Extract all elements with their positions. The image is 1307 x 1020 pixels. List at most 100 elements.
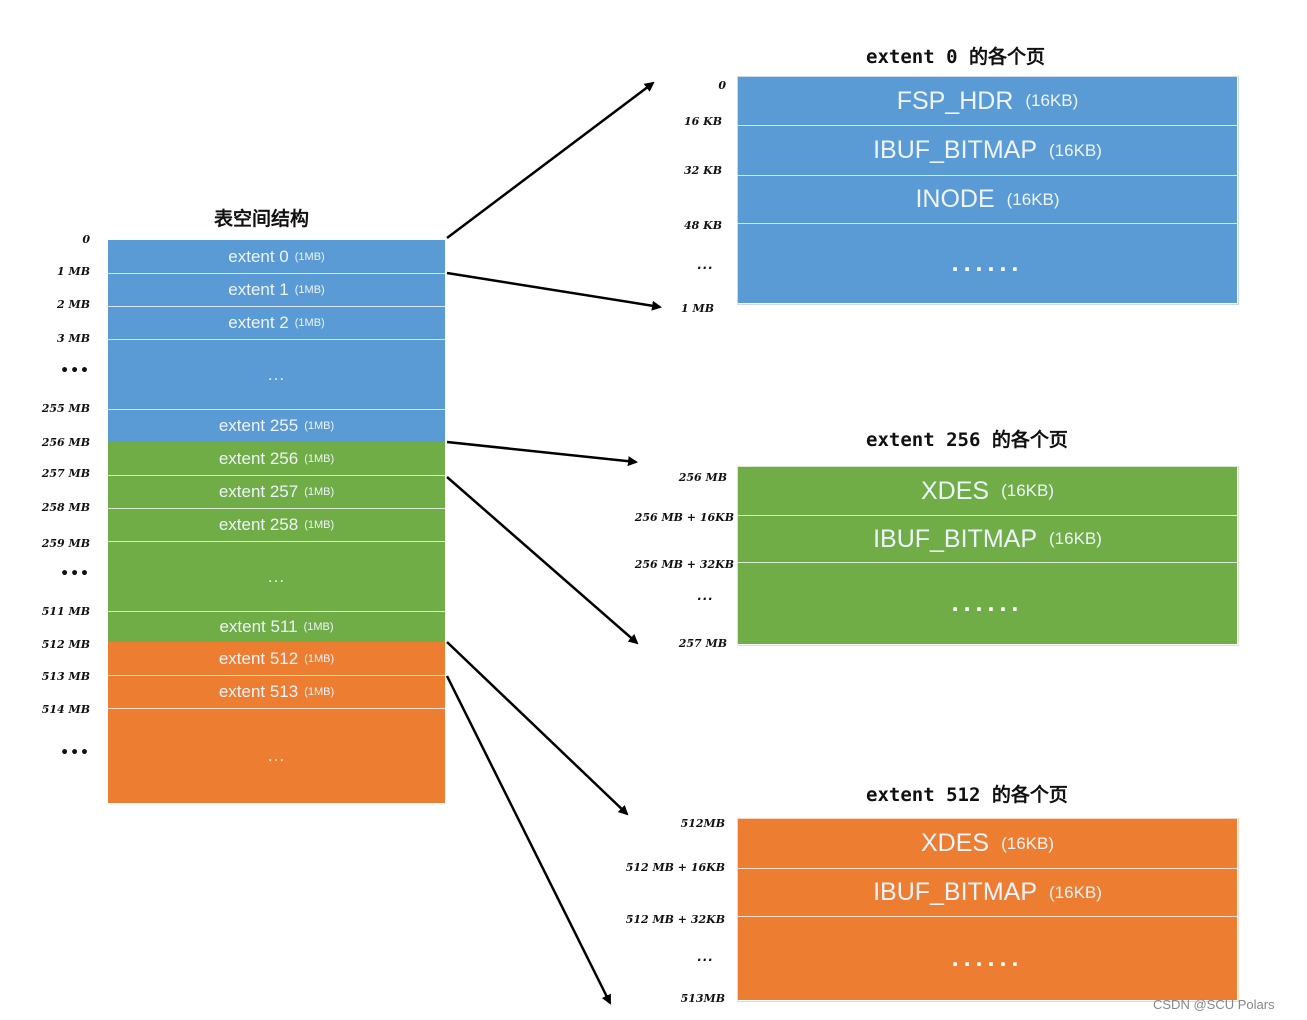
page-row: FSP_HDR (16KB) — [738, 77, 1237, 126]
arrow-extent256-start — [446, 440, 638, 467]
extent0-pages: FSP_HDR (16KB) IBUF_BITMAP (16KB) INODE (16… — [737, 76, 1239, 305]
offset-label: 256 MB — [41, 436, 90, 449]
page-row: IBUF_BITMAP (16KB) — [738, 869, 1237, 917]
page-row-ellipsis: ...... — [738, 224, 1237, 303]
offset-label: 513MB — [680, 992, 725, 1005]
offset-label: 48 KB — [684, 219, 722, 232]
page-size: (16KB) — [1006, 189, 1060, 209]
extent-row-ellipsis: ... — [108, 542, 445, 612]
page-row-ellipsis: ...... — [738, 563, 1237, 644]
offset-label: 258 MB — [41, 501, 90, 514]
offset-label: ••• — [60, 745, 90, 761]
page-label: IBUF_BITMAP — [873, 878, 1037, 906]
page-row: INODE (16KB) — [738, 176, 1237, 224]
arrow-extent512-start — [446, 641, 629, 816]
offset-label: 1 MB — [57, 265, 90, 278]
offset-label: 16 KB — [684, 115, 722, 128]
page-label: FSP_HDR — [896, 86, 1014, 115]
extent-size: (1MB) — [294, 317, 325, 329]
extent-size: (1MB) — [304, 519, 335, 531]
offset-label: ... — [697, 258, 714, 272]
page-size: (16KB) — [1049, 882, 1102, 902]
extent-label: extent 1 — [228, 280, 289, 299]
extent-row: extent 511 (1MB) — [108, 612, 445, 642]
extent-row: extent 512(1MB) — [108, 642, 445, 676]
extent-size: (1MB) — [304, 452, 335, 465]
arrow-extent0-end — [446, 271, 662, 311]
page-row: XDES (16KB) — [738, 467, 1237, 516]
offset-label: 256 MB + 16KB — [634, 511, 734, 524]
offset-label: 513 MB — [41, 670, 90, 683]
offset-label: 257 MB — [678, 637, 727, 650]
extent-label: ... — [267, 364, 286, 384]
offset-label: 514 MB — [41, 703, 90, 716]
extent-label: extent 258 — [218, 515, 299, 534]
extent-size: (1MB) — [294, 250, 325, 263]
extent256-pages: XDES (16KB) IBUF_BITMAP (16KB) ...... — [737, 466, 1239, 646]
extent-label: ... — [267, 746, 286, 765]
page-row: XDES (16KB) — [738, 819, 1237, 869]
extent256-title: extent 256 的各个页 — [866, 429, 1068, 451]
extent-row: extent 258 (1MB) — [108, 509, 445, 542]
extent512-pages: XDES (16KB) IBUF_BITMAP (16KB) ...... — [737, 818, 1239, 1002]
page-label: IBUF_BITMAP — [873, 136, 1037, 164]
extent-label: extent 2 — [228, 313, 289, 332]
extent-row: extent 257 (1MB) — [108, 476, 445, 509]
offset-label: ... — [697, 589, 714, 603]
arrow-extent256-end — [446, 476, 639, 645]
offset-label: 512 MB + 16KB — [625, 861, 725, 874]
offset-label: ••• — [60, 363, 90, 379]
extent-row-ellipsis: ... — [108, 340, 445, 410]
page-label: IBUF_BITMAP — [873, 524, 1037, 553]
offset-label: 259 MB — [41, 537, 90, 550]
page-size: (16KB) — [1025, 91, 1079, 110]
offset-label: 2 MB — [57, 298, 90, 311]
page-label: XDES — [920, 476, 990, 505]
offset-label: 32 KB — [684, 164, 722, 177]
page-row: IBUF_BITMAP (16KB) — [738, 126, 1237, 176]
extent-label: extent 513 — [218, 682, 299, 701]
extent-row-ellipsis: ... — [108, 709, 445, 803]
extent-size: (1MB) — [303, 621, 334, 633]
page-row-ellipsis: ...... — [738, 917, 1237, 1000]
tablespace-title: 表空间结构 — [214, 208, 310, 230]
extent-size: (1MB) — [304, 420, 335, 432]
arrow-extent512-end — [445, 675, 612, 1005]
page-label: ...... — [951, 944, 1024, 972]
extent-row: extent 2 (1MB) — [108, 307, 445, 340]
offset-label: 512 MB + 32KB — [625, 913, 725, 926]
extent-row: extent 513 (1MB) — [108, 676, 445, 709]
offset-label: 0 — [718, 79, 726, 92]
extent-size: (1MB) — [304, 486, 335, 498]
offset-label: ••• — [60, 566, 90, 582]
page-size: (16KB) — [1049, 529, 1102, 548]
extent0-title: extent 0 的各个页 — [866, 46, 1045, 68]
extent-row: extent 255(1MB) — [108, 410, 445, 442]
page-label: ...... — [951, 589, 1024, 617]
page-size: (16KB) — [1001, 481, 1054, 500]
page-label: INODE — [915, 185, 995, 213]
offset-label: 256 MB + 32KB — [634, 558, 734, 571]
offset-label: 512MB — [680, 817, 725, 830]
extent-row: extent 1(1MB) — [108, 274, 445, 307]
page-size: (16KB) — [1001, 833, 1054, 853]
extent-row: extent 0 (1MB) — [108, 240, 445, 274]
extent-label: extent 511 — [219, 617, 298, 636]
offset-label: 255 MB — [41, 402, 90, 415]
extent512-title: extent 512 的各个页 — [866, 784, 1068, 806]
page-label: ...... — [951, 249, 1024, 277]
offset-label: 1 MB — [681, 302, 714, 315]
offset-label: 256 MB — [678, 471, 727, 484]
extent-label: extent 0 — [228, 246, 289, 266]
offset-label: 3 MB — [57, 332, 90, 345]
offset-label: 0 — [82, 233, 90, 246]
page-size: (16KB) — [1049, 140, 1102, 160]
extent-size: (1MB) — [304, 652, 335, 665]
extent-size: (1MB) — [304, 686, 335, 698]
page-label: XDES — [920, 829, 990, 857]
extent-label: ... — [267, 566, 286, 586]
watermark: CSDN @SCU Polars — [1153, 997, 1275, 1012]
extent-row: extent 256(1MB) — [108, 442, 445, 476]
extent-label: extent 257 — [218, 482, 299, 501]
